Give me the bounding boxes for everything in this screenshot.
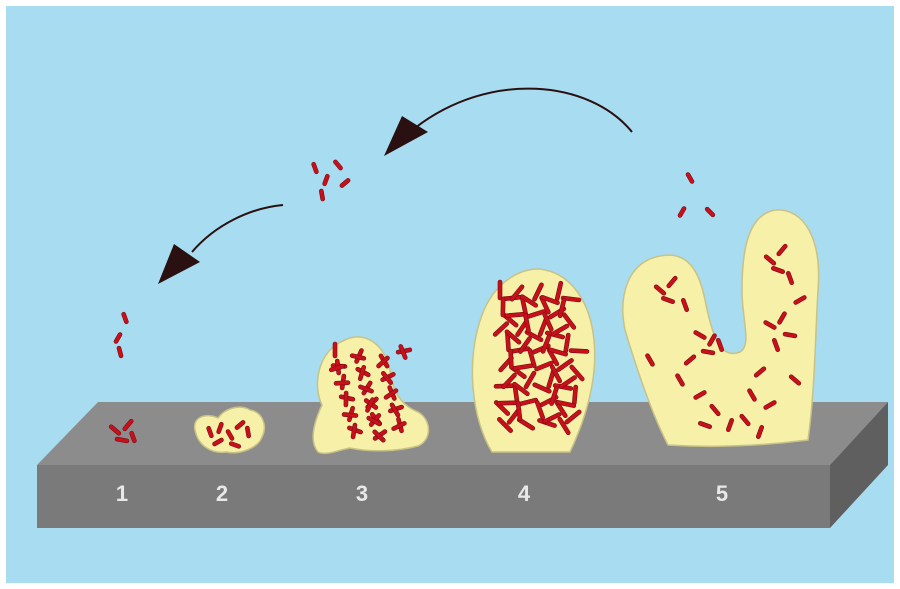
bacterium-mature <box>501 297 505 317</box>
bacterium-mature <box>508 349 513 369</box>
bacterium-mature <box>497 401 517 405</box>
bacterium-microcolony <box>333 342 337 358</box>
stage-label-3: 3 <box>356 481 368 506</box>
slab-front-face <box>37 465 830 528</box>
stage-label-1: 1 <box>116 481 128 506</box>
bacterium-microcolony <box>334 381 350 386</box>
bacterium-microcolony <box>344 391 348 407</box>
bacterium-mature <box>498 280 502 300</box>
stage-label-4: 4 <box>518 481 531 506</box>
stage-label-5: 5 <box>716 481 728 506</box>
bacterium-mature <box>569 348 589 353</box>
stage-label-2: 2 <box>216 481 228 506</box>
